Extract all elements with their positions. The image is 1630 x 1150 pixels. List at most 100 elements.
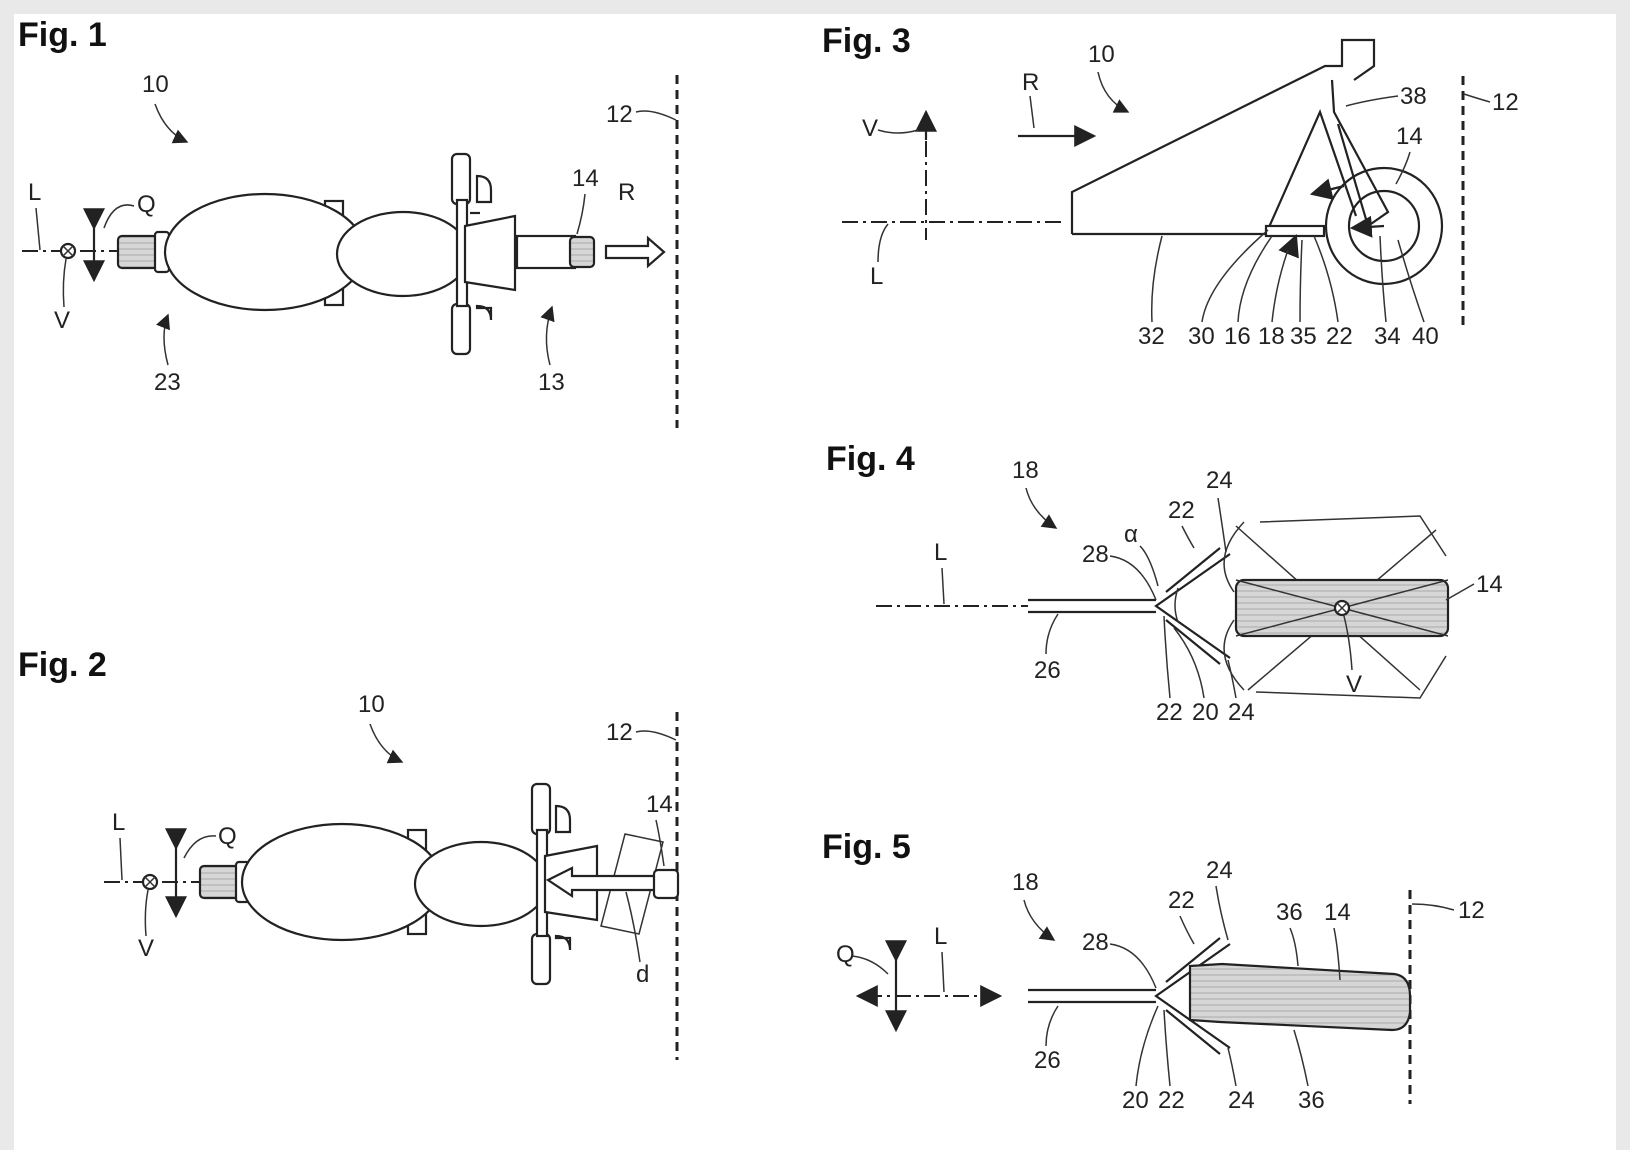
ref-38: 38 — [1400, 83, 1427, 110]
vertical-axis-V-cross — [62, 245, 74, 257]
ref-L: L — [28, 179, 41, 206]
ref-24b: 24 — [1228, 699, 1255, 726]
ref-Q: Q — [137, 191, 156, 218]
ref-10: 10 — [1088, 41, 1115, 68]
mirror-bottom — [554, 934, 572, 951]
vehicle-body-outline — [1070, 38, 1376, 234]
leader-14 — [576, 193, 586, 235]
ref-R: R — [1022, 69, 1039, 96]
figure-1-label: Fig. 1 — [18, 16, 107, 54]
vertical-axis-V-cross — [144, 876, 156, 888]
front-fairing — [463, 214, 517, 292]
front-wheel-turned-14 — [600, 833, 664, 935]
ref-34: 34 — [1374, 323, 1401, 350]
ref-12: 12 — [606, 719, 633, 746]
front-wheel-14 — [1188, 962, 1412, 1032]
v-bracket-inner — [1165, 547, 1221, 665]
leader-24b — [1227, 1047, 1237, 1087]
v-bracket-outer — [1154, 943, 1231, 1049]
ref-12: 12 — [1458, 897, 1485, 924]
leader-20 — [1173, 627, 1205, 699]
leader-18 — [1025, 487, 1058, 529]
leader-24a — [1215, 885, 1229, 941]
ref-V: V — [138, 935, 154, 962]
leader-28 — [1109, 555, 1157, 601]
ref-R: R — [618, 179, 635, 206]
ref-20: 20 — [1192, 699, 1219, 726]
leader-Q — [103, 204, 135, 229]
front-wheel-14 — [568, 235, 596, 269]
leader-14 — [1445, 583, 1475, 601]
leader-V — [62, 258, 67, 308]
ref-L: L — [934, 923, 947, 950]
ref-24a: 24 — [1206, 467, 1233, 494]
figure-4: Fig. 4 L α V 18 24 22 28 14 26 22 20 — [826, 440, 1503, 726]
ref-28: 28 — [1082, 541, 1109, 568]
ref-32: 32 — [1138, 323, 1165, 350]
leader-34 — [1379, 235, 1387, 323]
ref-22: 22 — [1326, 323, 1353, 350]
leader-V — [877, 129, 919, 134]
support-triangle — [1264, 108, 1358, 235]
leader-V — [1343, 615, 1353, 671]
figure-4-label: Fig. 4 — [826, 440, 915, 478]
ref-26: 26 — [1034, 657, 1061, 684]
ref-22b: 22 — [1158, 1087, 1185, 1114]
arrow-34 — [1349, 215, 1385, 238]
leader-22 — [1313, 235, 1339, 323]
leader-d — [625, 891, 641, 963]
leader-32 — [1150, 235, 1163, 323]
leader-L — [941, 951, 945, 993]
leader-10 — [1097, 71, 1130, 113]
leader-22b — [1163, 1009, 1171, 1087]
tank — [413, 840, 549, 928]
ref-13: 13 — [538, 369, 565, 396]
leader-24a — [1217, 497, 1227, 553]
leader-22a — [1179, 915, 1195, 945]
leader-28 — [1109, 943, 1157, 989]
leader-20 — [1135, 1005, 1159, 1087]
direction-arrow-R — [604, 235, 666, 269]
ref-16: 16 — [1224, 323, 1251, 350]
ref-14: 14 — [572, 165, 599, 192]
figure-3: Fig. 3 12 L V R 10 38 14 32 30 16 — [822, 22, 1519, 350]
leader-35 — [1299, 239, 1303, 323]
ref-14: 14 — [1396, 123, 1423, 150]
sensor-bar-35 — [1264, 224, 1326, 238]
figure-1: Fig. 1 12 L V Q R — [18, 16, 679, 428]
leader-18 — [1271, 249, 1289, 323]
ref-18: 18 — [1012, 869, 1039, 896]
handlebar-grip-bottom — [450, 302, 472, 356]
mirror-top — [554, 804, 572, 834]
ref-10: 10 — [358, 691, 385, 718]
ref-24b: 24 — [1228, 1087, 1255, 1114]
leader-V — [144, 889, 149, 937]
ref-18: 18 — [1012, 457, 1039, 484]
ref-d: d — [636, 961, 649, 988]
leader-24b — [1227, 659, 1237, 699]
ref-L: L — [112, 809, 125, 836]
leader-L — [877, 223, 889, 263]
leader-L — [35, 207, 41, 251]
ref-28: 28 — [1082, 929, 1109, 956]
ref-30: 30 — [1188, 323, 1215, 350]
leader-14 — [1395, 151, 1411, 185]
ref-V: V — [862, 115, 878, 142]
leader-12 — [635, 110, 677, 121]
ref-40: 40 — [1412, 323, 1439, 350]
figure-2-label: Fig. 2 — [18, 646, 107, 684]
vertical-axis-V-cross — [1336, 602, 1348, 614]
arrow-rear — [1309, 178, 1345, 200]
ref-20: 20 — [1122, 1087, 1149, 1114]
figure-3-label: Fig. 3 — [822, 22, 911, 60]
mirror-top — [475, 174, 493, 204]
leader-L — [119, 837, 123, 881]
ref-36b: 36 — [1298, 1087, 1325, 1114]
rear-body — [240, 822, 444, 942]
figure-5-label: Fig. 5 — [822, 828, 911, 866]
ref-23: 23 — [154, 369, 181, 396]
front-wheel-14 — [1324, 166, 1444, 286]
leader-alpha — [1139, 545, 1159, 587]
ref-24a: 24 — [1206, 857, 1233, 884]
wheel-rim-40 — [1347, 189, 1421, 263]
